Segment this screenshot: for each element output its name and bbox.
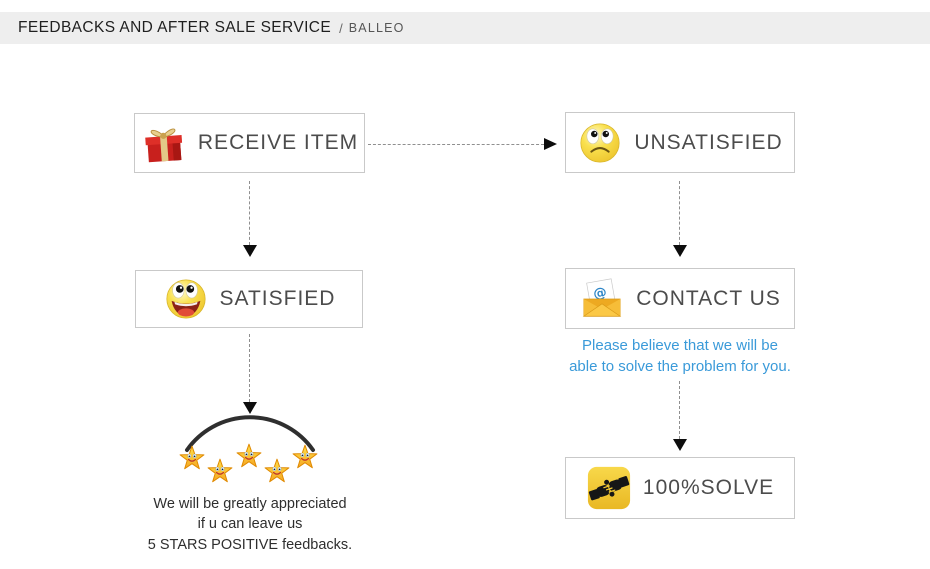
arrow-receive-to-unsatisfied xyxy=(368,138,557,150)
feedback-note: We will be greatly appreciated if u can … xyxy=(105,494,395,555)
email-envelope-icon xyxy=(579,276,625,322)
feedback-note-line1: We will be greatly appreciated xyxy=(153,496,347,512)
feedback-note-line3: 5 STARS POSITIVE feedbacks. xyxy=(147,536,353,553)
arrow-unsatisfied-to-contact xyxy=(673,181,687,257)
happy-face-icon xyxy=(163,276,209,322)
flow-node-contact-us: CONTACT US xyxy=(565,268,795,329)
flow-node-solve: 100%SOLVE xyxy=(565,457,795,519)
contact-note: Please believe that we will be able to s… xyxy=(540,335,820,377)
flow-node-satisfied: SATISFIED xyxy=(135,270,363,328)
flow-node-label: CONTACT US xyxy=(636,286,781,310)
title-separator: / xyxy=(339,20,343,36)
flow-node-label: SATISFIED xyxy=(219,287,336,310)
flow-node-receive-item: RECEIVE ITEM xyxy=(134,113,365,173)
flow-node-label: RECEIVE ITEM xyxy=(197,131,359,154)
section-header: FEEDBACKS AND AFTER SALE SERVICE / BALLE… xyxy=(0,12,930,44)
feedback-note-line2: if u can leave us xyxy=(197,516,303,533)
flow-node-label: 100%SOLVE xyxy=(642,476,775,499)
arrow-contact-to-solve xyxy=(673,381,687,451)
section-title: FEEDBACKS AND AFTER SALE SERVICE xyxy=(18,19,332,36)
five-stars-graphic xyxy=(166,410,336,500)
flow-node-label: UNSATISFIED xyxy=(634,130,783,154)
contact-note-line2: able to solve the problem for you. xyxy=(569,358,791,375)
flow-node-unsatisfied: UNSATISFIED xyxy=(565,112,795,173)
sad-face-icon xyxy=(577,120,623,166)
arrow-satisfied-to-stars xyxy=(243,334,257,414)
contact-note-line1: Please believe that we will be xyxy=(582,337,778,354)
arc-stroke xyxy=(185,415,315,452)
arrow-receive-to-satisfied xyxy=(243,181,257,257)
brand-name: BALLEO xyxy=(348,21,405,35)
gift-icon xyxy=(141,120,187,166)
handshake-icon xyxy=(586,465,632,511)
